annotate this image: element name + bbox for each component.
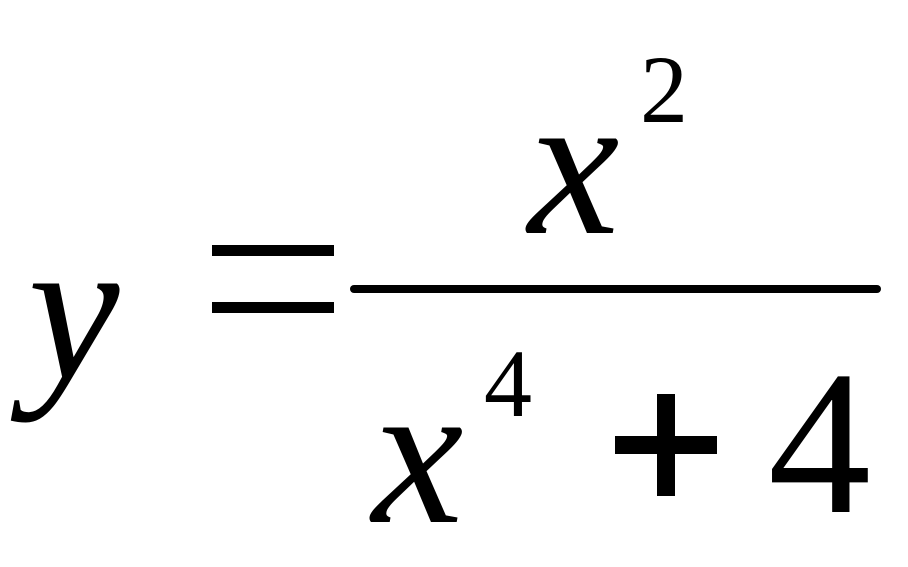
numerator-exponent: 2: [640, 36, 688, 143]
lhs-variable-y: y: [28, 194, 120, 423]
denominator-base-x: x: [372, 338, 464, 567]
equals-sign-bottom-bar: [212, 302, 334, 313]
plus-sign-vertical: [657, 394, 675, 496]
denominator-exponent: 4: [484, 330, 532, 437]
formula: y x 2 x 4 4: [28, 36, 881, 557]
denominator-constant: 4: [768, 328, 871, 557]
fraction-bar: [350, 285, 881, 293]
numerator-base-x: x: [528, 49, 620, 278]
equals-sign-top-bar: [212, 245, 334, 256]
